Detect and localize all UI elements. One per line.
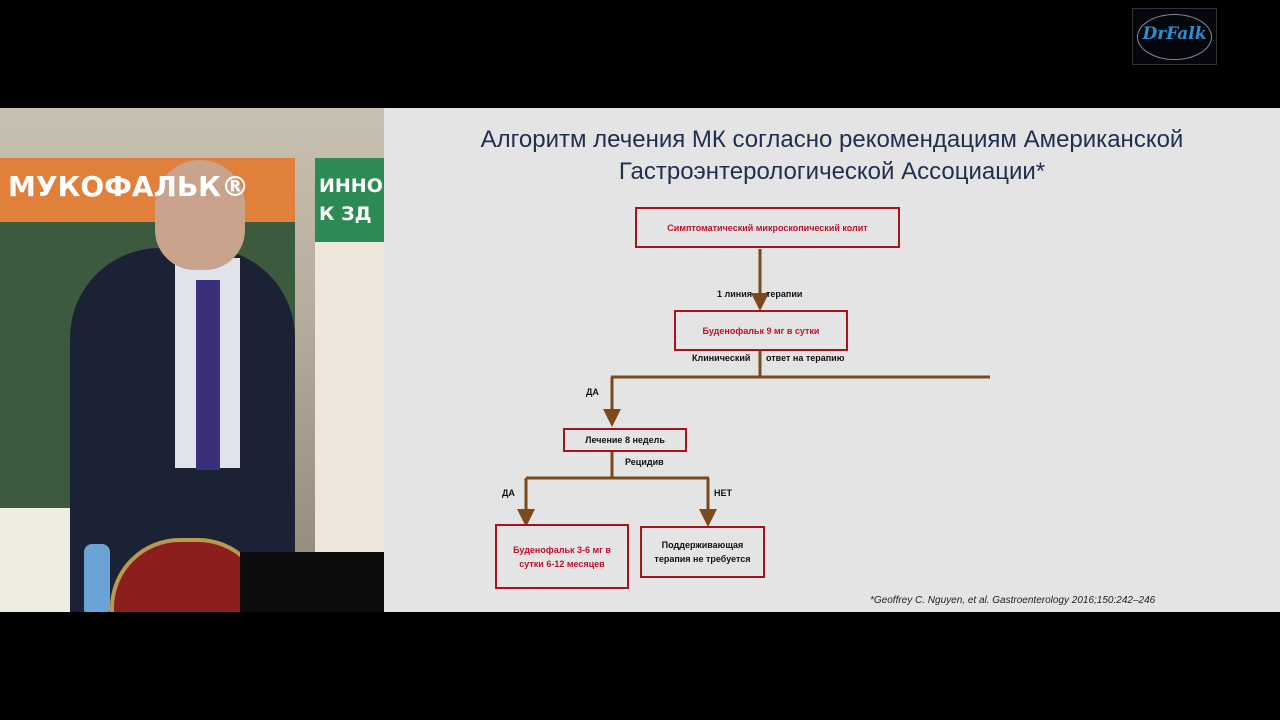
box-budenofalk-9mg: Буденофальк 9 мг в сутки [674,310,848,351]
label-response: ответ на терапию [766,353,845,363]
title-line-1: Алгоритм лечения МК согласно рекомендаци… [480,126,1184,153]
water-bottle [84,544,110,612]
speaker-tie [196,280,220,470]
box-budenofalk-3-6mg: Буденофальк 3-6 мг в сутки 6-12 месяцев [495,524,629,589]
box-symptomatic-colitis: Симптоматический микроскопический колит [635,207,900,248]
label-yes-1: ДА [586,387,599,397]
green-banner: ИННО К ЗД [315,158,384,558]
label-clinical: Клинический [692,353,751,363]
box-no-maintenance: Поддерживающая терапия не требуется [640,526,765,578]
logo-text: DrFalk [1142,24,1207,44]
label-yes-2: ДА [502,488,515,498]
speaker-head [155,160,245,270]
logo-oval [1137,14,1212,60]
banner-title-right: ИННО К ЗД [315,158,384,242]
label-relapse: Рецидив [625,457,664,467]
reference-footnote: *Geoffrey C. Nguyen, et al. Gastroentero… [870,595,1156,606]
label-first-line: 1 линия [717,289,752,299]
speaker-video: МУКОФАЛЬК® ИННО К ЗД [0,108,384,612]
drfalk-logo: DrFalk [1132,8,1217,65]
presentation-slide: Алгоритм лечения МК согласно рекомендаци… [384,108,1280,612]
box-treatment-8-weeks: Лечение 8 недель [563,428,687,452]
title-line-2: Гастроэнтерологической Ассоциации* [618,158,1046,185]
laptop [240,552,384,612]
label-no: НЕТ [714,488,732,498]
label-therapy: терапии [766,289,803,299]
banner-title: МУКОФАЛЬК® [8,170,250,203]
slide-title: Алгоритм лечения МК согласно рекомендаци… [384,124,1280,188]
